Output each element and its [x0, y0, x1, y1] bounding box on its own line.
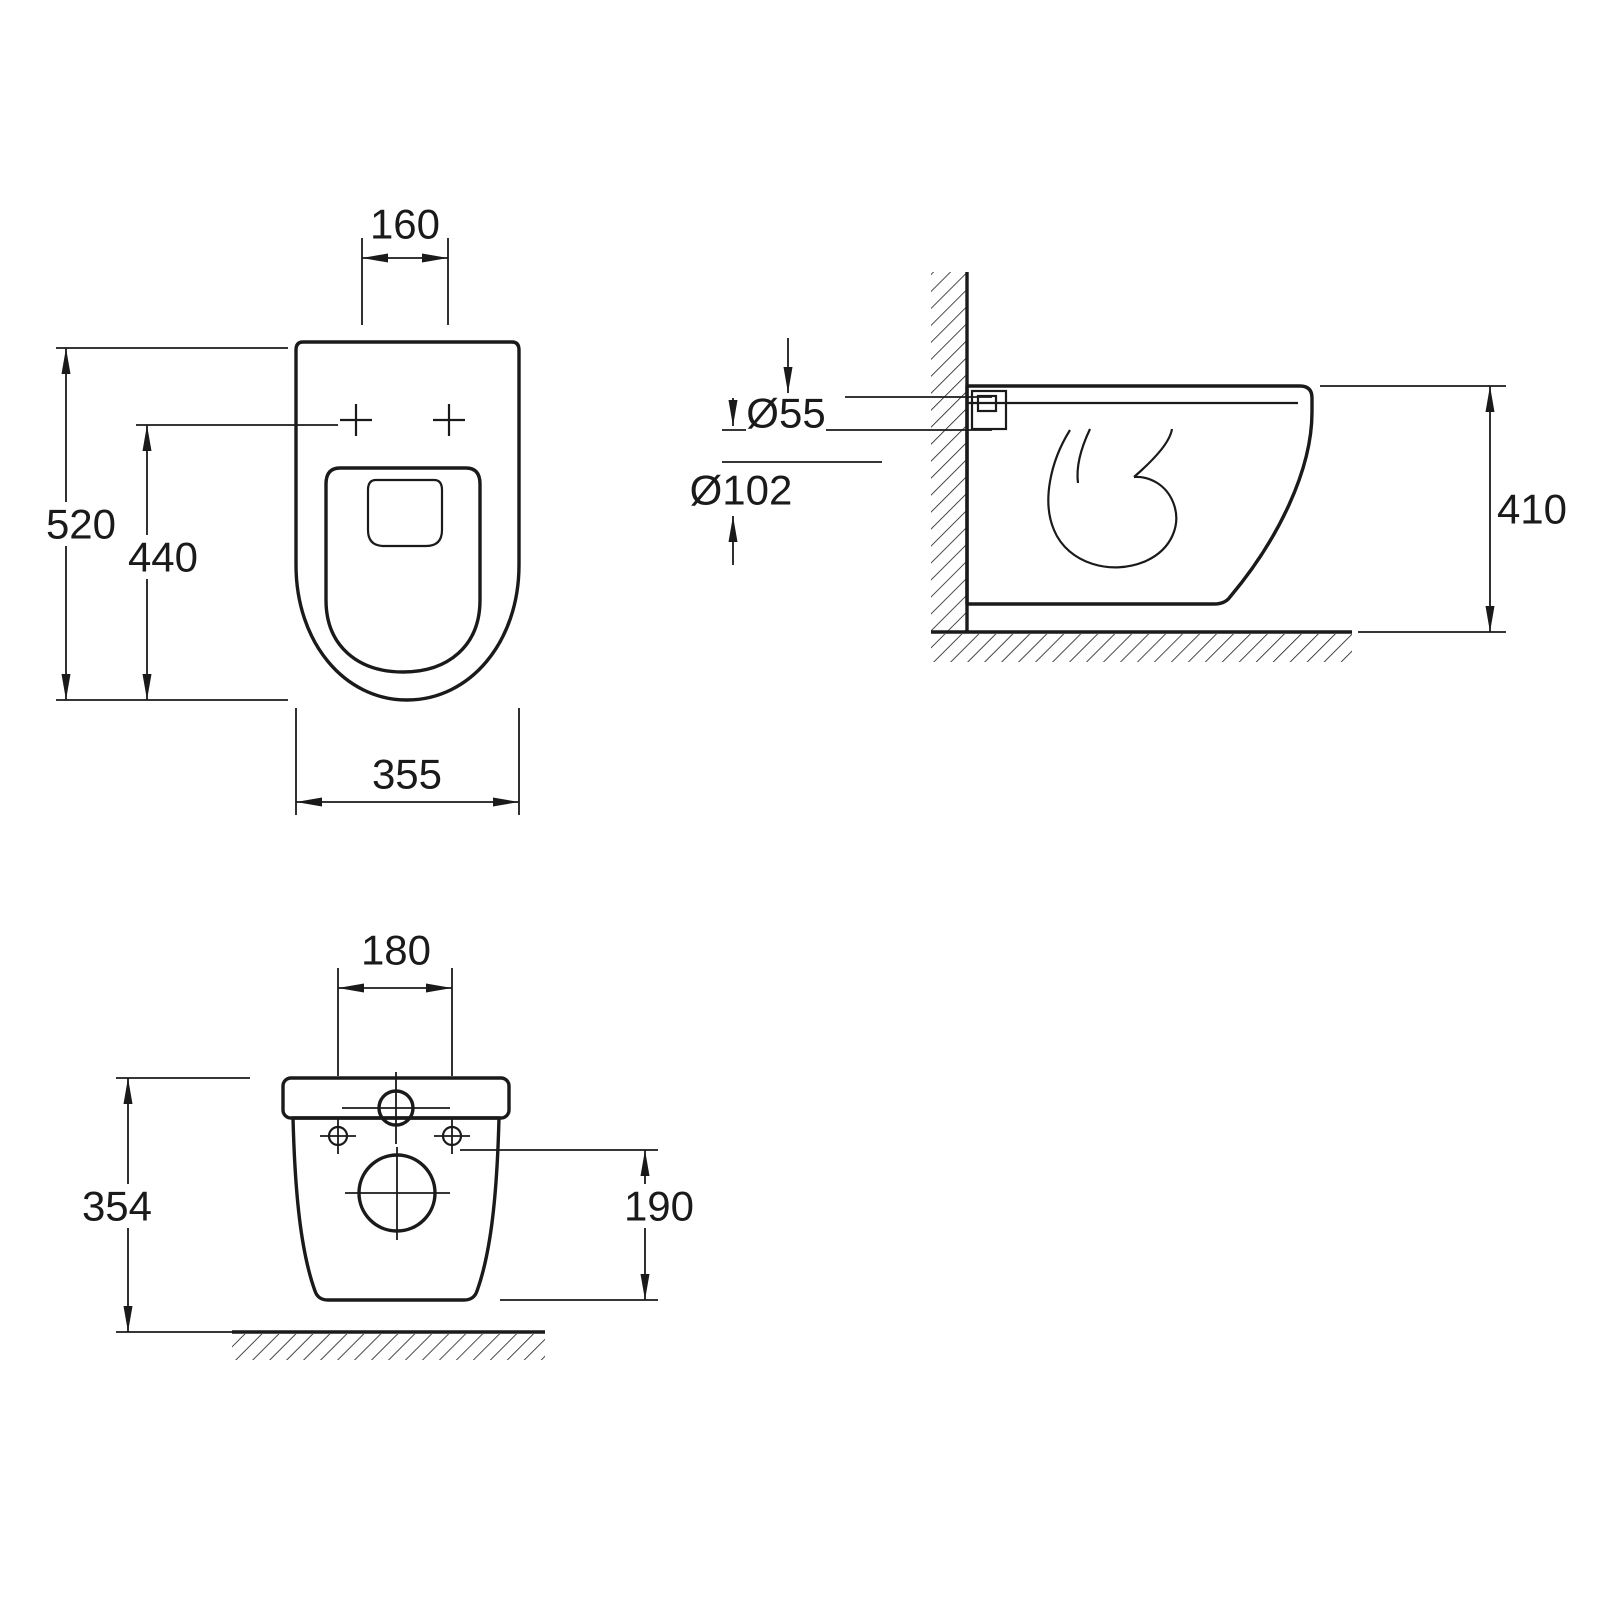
- dim-fixing-spacing: [337, 968, 453, 1076]
- side-floor-hatch: [931, 634, 1352, 662]
- dim-outlet-diameter-label: Ø102: [690, 467, 793, 514]
- rear-view: [116, 968, 658, 1360]
- top-view-fixing-cross-left: [340, 404, 372, 436]
- flush-valve-inner: [976, 394, 998, 413]
- top-view-pan-outline: [294, 340, 521, 702]
- fixing-hole-left: [320, 1118, 356, 1154]
- top-view: [56, 238, 521, 815]
- inlet-port: [342, 1072, 450, 1144]
- dimension-labels: 160 520 440 355 Ø55 Ø102 410 180 354 190: [46, 201, 1567, 1230]
- dim-hinge-spacing: [361, 238, 449, 325]
- dim-hinge-spacing-label: 160: [370, 201, 440, 248]
- dim-overall-width: [295, 708, 520, 815]
- dim-outlet-diameter: [722, 461, 882, 565]
- rear-view-body: [291, 1116, 501, 1302]
- dim-side-height: [1320, 385, 1506, 633]
- outlet-port: [345, 1147, 450, 1240]
- trapway-back-curve: [1133, 428, 1174, 478]
- top-view-fixing-cross-right: [433, 404, 465, 436]
- label-backgrounds: [46, 396, 826, 1228]
- dim-fixing-to-front-label: 440: [128, 534, 198, 581]
- dim-outlet-height-label: 190: [624, 1183, 694, 1230]
- dim-side-height-label: 410: [1497, 486, 1567, 533]
- fixing-hole-right: [434, 1118, 470, 1154]
- side-view-pan-outline: [965, 384, 1314, 606]
- dim-overall-width-label: 355: [372, 751, 442, 798]
- top-view-flush-rim: [366, 478, 444, 548]
- flush-valve-outer: [970, 389, 1008, 431]
- trapway-curve: [1047, 429, 1178, 569]
- trapway-front-curve: [1076, 428, 1091, 484]
- dim-overall-depth-label: 520: [46, 501, 116, 548]
- dim-rear-height-label: 354: [82, 1183, 152, 1230]
- top-view-seat-opening: [324, 466, 482, 674]
- rear-floor-hatch: [232, 1334, 545, 1360]
- dim-fixing-spacing-label: 180: [361, 927, 431, 974]
- wall-hatch: [931, 272, 967, 632]
- side-view: [722, 272, 1506, 662]
- dim-inlet-diameter-label: Ø55: [746, 390, 825, 437]
